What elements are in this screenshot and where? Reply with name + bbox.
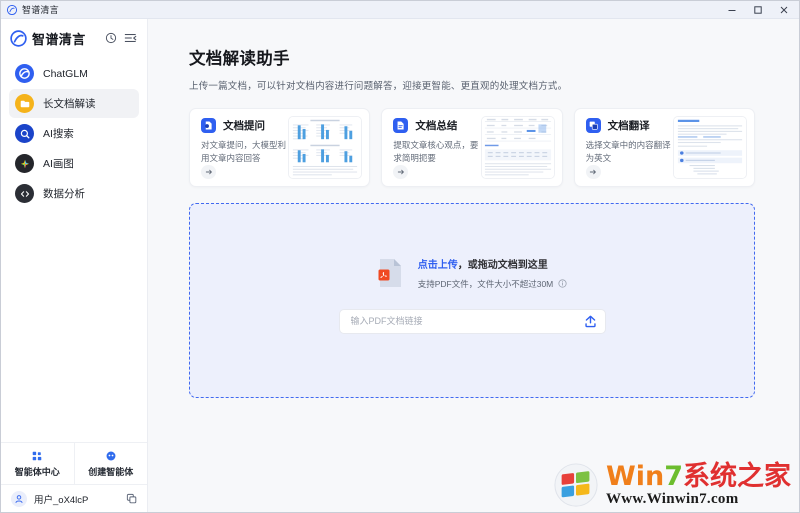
user-account-row[interactable]: 用户_oX4lcP [1, 484, 147, 512]
card-body: 文档总结 提取文章核心观点，要求简明扼要 [382, 109, 480, 186]
upload-cta: 点击上传，或拖动文档到这里 [418, 256, 568, 271]
code-icon [15, 184, 34, 203]
upload-texts: 点击上传，或拖动文档到这里 支持PDF文件，文件大小不超过30M [418, 256, 568, 290]
main-content: 文档解读助手 上传一篇文档，可以针对文档内容进行问题解答，迎接更智能、更直观的处… [148, 19, 799, 512]
upload-hint-text: 支持PDF文件，文件大小不超过30M [417, 278, 554, 289]
arrow-right-icon[interactable] [393, 164, 409, 179]
card-description: 选择文章中的内容翻译为英文 [585, 140, 671, 163]
doc-question-icon [201, 118, 216, 133]
sidebar: 智谱清言 [1, 19, 148, 512]
history-clock-icon[interactable] [103, 31, 118, 46]
arrow-right-icon[interactable] [585, 164, 601, 179]
doc-summary-icon [393, 118, 409, 133]
upload-cta-rest: ，或拖动文档到这里 [457, 259, 548, 271]
sparkle-icon [15, 154, 34, 173]
doc-translate-icon [585, 118, 601, 133]
close-button[interactable] [771, 1, 797, 18]
agent-center-button[interactable]: 智能体中心 [1, 443, 74, 484]
info-circle-icon[interactable] [558, 279, 567, 288]
upload-prompt: 点击上传，或拖动文档到这里 支持PDF文件，文件大小不超过30M [377, 256, 568, 290]
chatglm-icon [15, 64, 34, 83]
sidebar-agent-row: 智能体中心 创建智能体 [1, 442, 147, 484]
arrow-right-icon[interactable] [201, 164, 216, 179]
brand-name: 智谱清言 [32, 31, 86, 47]
sidebar-item-ai-search[interactable]: AI搜索 [9, 119, 139, 148]
feature-cards: 文档提问 对文章提问，大模型利用文章内容回答 [189, 108, 755, 187]
card-description: 提取文章核心观点，要求简明扼要 [393, 140, 479, 163]
window-title: 智谱清言 [22, 5, 59, 15]
zhipu-logo-icon [7, 4, 17, 15]
card-body: 文档翻译 选择文章中的内容翻译为英文 [575, 109, 673, 186]
user-avatar-icon [11, 490, 27, 507]
upload-hint: 支持PDF文件，文件大小不超过30M [418, 278, 568, 290]
sidebar-item-document-reader[interactable]: 长文档解读 [9, 89, 139, 118]
feature-card-doc-translate[interactable]: 文档翻译 选择文章中的内容翻译为英文 [573, 108, 755, 187]
page-title: 文档解读助手 [189, 50, 290, 68]
card-body: 文档提问 对文章提问，大模型利用文章内容回答 [190, 109, 288, 186]
folder-icon [15, 94, 34, 113]
sidebar-item-label: ChatGLM [43, 67, 88, 80]
window-titlebar: 智谱清言 [1, 1, 799, 19]
upload-dropzone[interactable]: 点击上传，或拖动文档到这里 支持PDF文件，文件大小不超过30M [189, 203, 755, 398]
user-name: 用户_oX4lcP [34, 494, 89, 506]
upload-arrow-icon[interactable] [584, 315, 597, 328]
card-header: 文档总结 [393, 118, 480, 133]
agent-center-label: 智能体中心 [14, 466, 60, 477]
create-agent-button[interactable]: 创建智能体 [73, 443, 148, 484]
upload-cta-link[interactable]: 点击上传 [417, 259, 458, 271]
card-title: 文档提问 [223, 120, 265, 132]
sidebar-item-label: 数据分析 [43, 188, 85, 200]
sidebar-nav: ChatGLM 长文档解读 [1, 53, 147, 208]
search-circle-icon [15, 124, 34, 143]
sidebar-item-label: AI搜索 [43, 128, 74, 140]
pdf-url-row[interactable] [338, 308, 606, 334]
card-title: 文档翻译 [607, 120, 650, 132]
document-text-thumbnail [672, 116, 747, 179]
robot-face-icon [105, 450, 117, 462]
maximize-button[interactable] [745, 1, 771, 18]
sidebar-brand[interactable]: 智谱清言 [1, 23, 147, 53]
grid-dots-icon [31, 450, 43, 462]
collapse-sidebar-icon[interactable] [123, 31, 138, 46]
card-header: 文档提问 [201, 118, 288, 133]
sidebar-spacer [1, 208, 147, 442]
sidebar-item-label: 长文档解读 [43, 98, 96, 110]
card-title: 文档总结 [415, 120, 458, 132]
sidebar-item-chatglm[interactable]: ChatGLM [9, 59, 139, 88]
page-subtitle: 上传一篇文档，可以针对文档内容进行问题解答，迎接更智能、更直观的处理文档方式。 [189, 81, 568, 92]
document-charts-thumbnail [288, 116, 363, 179]
zhipu-logo-icon [10, 29, 27, 47]
card-header: 文档翻译 [585, 118, 673, 133]
sidebar-item-ai-image[interactable]: AI画图 [9, 149, 139, 178]
pdf-url-input[interactable] [350, 316, 578, 326]
sidebar-item-data-analysis[interactable]: 数据分析 [9, 179, 139, 208]
create-agent-label: 创建智能体 [88, 466, 134, 477]
pdf-file-icon [377, 257, 404, 289]
card-description: 对文章提问，大模型利用文章内容回答 [201, 140, 287, 163]
window-body: 智谱清言 [1, 19, 799, 512]
feature-card-doc-summary[interactable]: 文档总结 提取文章核心观点，要求简明扼要 [381, 108, 563, 187]
document-table-thumbnail [480, 116, 555, 179]
feature-card-doc-question[interactable]: 文档提问 对文章提问，大模型利用文章内容回答 [189, 108, 371, 187]
copy-icon[interactable] [126, 493, 137, 504]
sidebar-item-label: AI画图 [43, 158, 74, 170]
minimize-button[interactable] [719, 1, 745, 18]
